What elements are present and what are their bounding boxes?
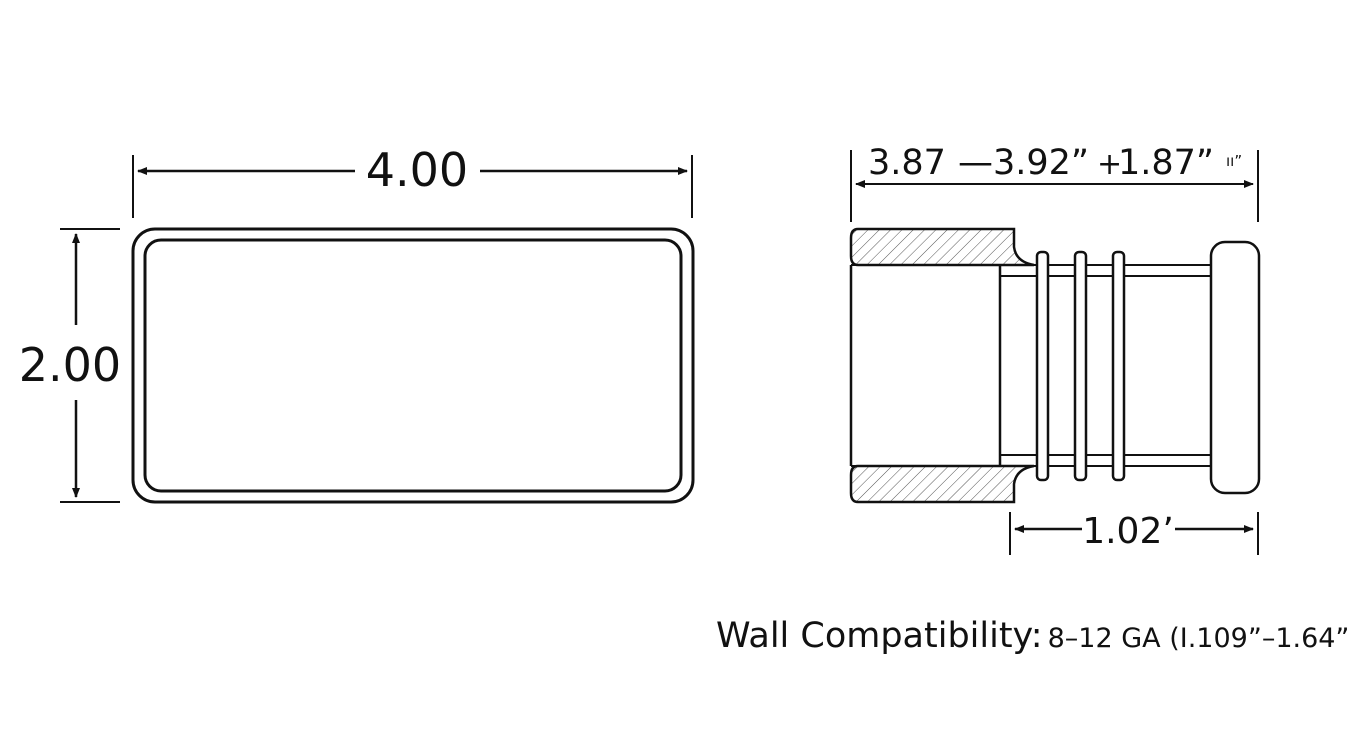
plug-body xyxy=(998,264,1212,467)
side-view: 3.87 —3.92” + 1.87” ıı” 1.02’ xyxy=(849,143,1261,555)
wall-compatibility-note: Wall Compatibility: 8–12 GA (I.109”–1.64… xyxy=(716,616,1349,656)
width-dimension: 4.00 xyxy=(132,143,693,218)
rib-1 xyxy=(1035,250,1050,482)
front-view: 4.00 2.00 xyxy=(19,143,695,504)
height-label: 2.00 xyxy=(19,338,121,392)
overall-length-dimension: 3.87 —3.92” + 1.87” ıı” xyxy=(850,143,1259,222)
overall-length-plus: + xyxy=(1097,147,1122,182)
wall-compatibility-value: 8–12 GA (I.109”–1.64” xyxy=(1047,623,1350,654)
overall-length-label-a: 3.87 xyxy=(868,143,946,183)
front-outer-outline xyxy=(131,227,695,504)
end-cap xyxy=(1209,240,1261,495)
rib-3 xyxy=(1111,250,1126,482)
front-inner-outline xyxy=(143,238,683,493)
overall-length-separator: —3.92” xyxy=(958,143,1089,183)
overall-length-label-c: ıı” xyxy=(1226,152,1242,170)
bottom-flange-section xyxy=(849,464,1035,504)
plug-depth-dimension: 1.02’ xyxy=(1009,511,1259,555)
height-dimension: 2.00 xyxy=(19,228,121,503)
top-flange-section xyxy=(849,227,1035,267)
wall-compatibility-label: Wall Compatibility: xyxy=(716,616,1043,656)
rib-2 xyxy=(1073,250,1088,482)
plug-depth-label: 1.02’ xyxy=(1082,511,1174,552)
overall-length-label-b: 1.87” xyxy=(1118,143,1214,183)
width-label: 4.00 xyxy=(366,143,468,197)
